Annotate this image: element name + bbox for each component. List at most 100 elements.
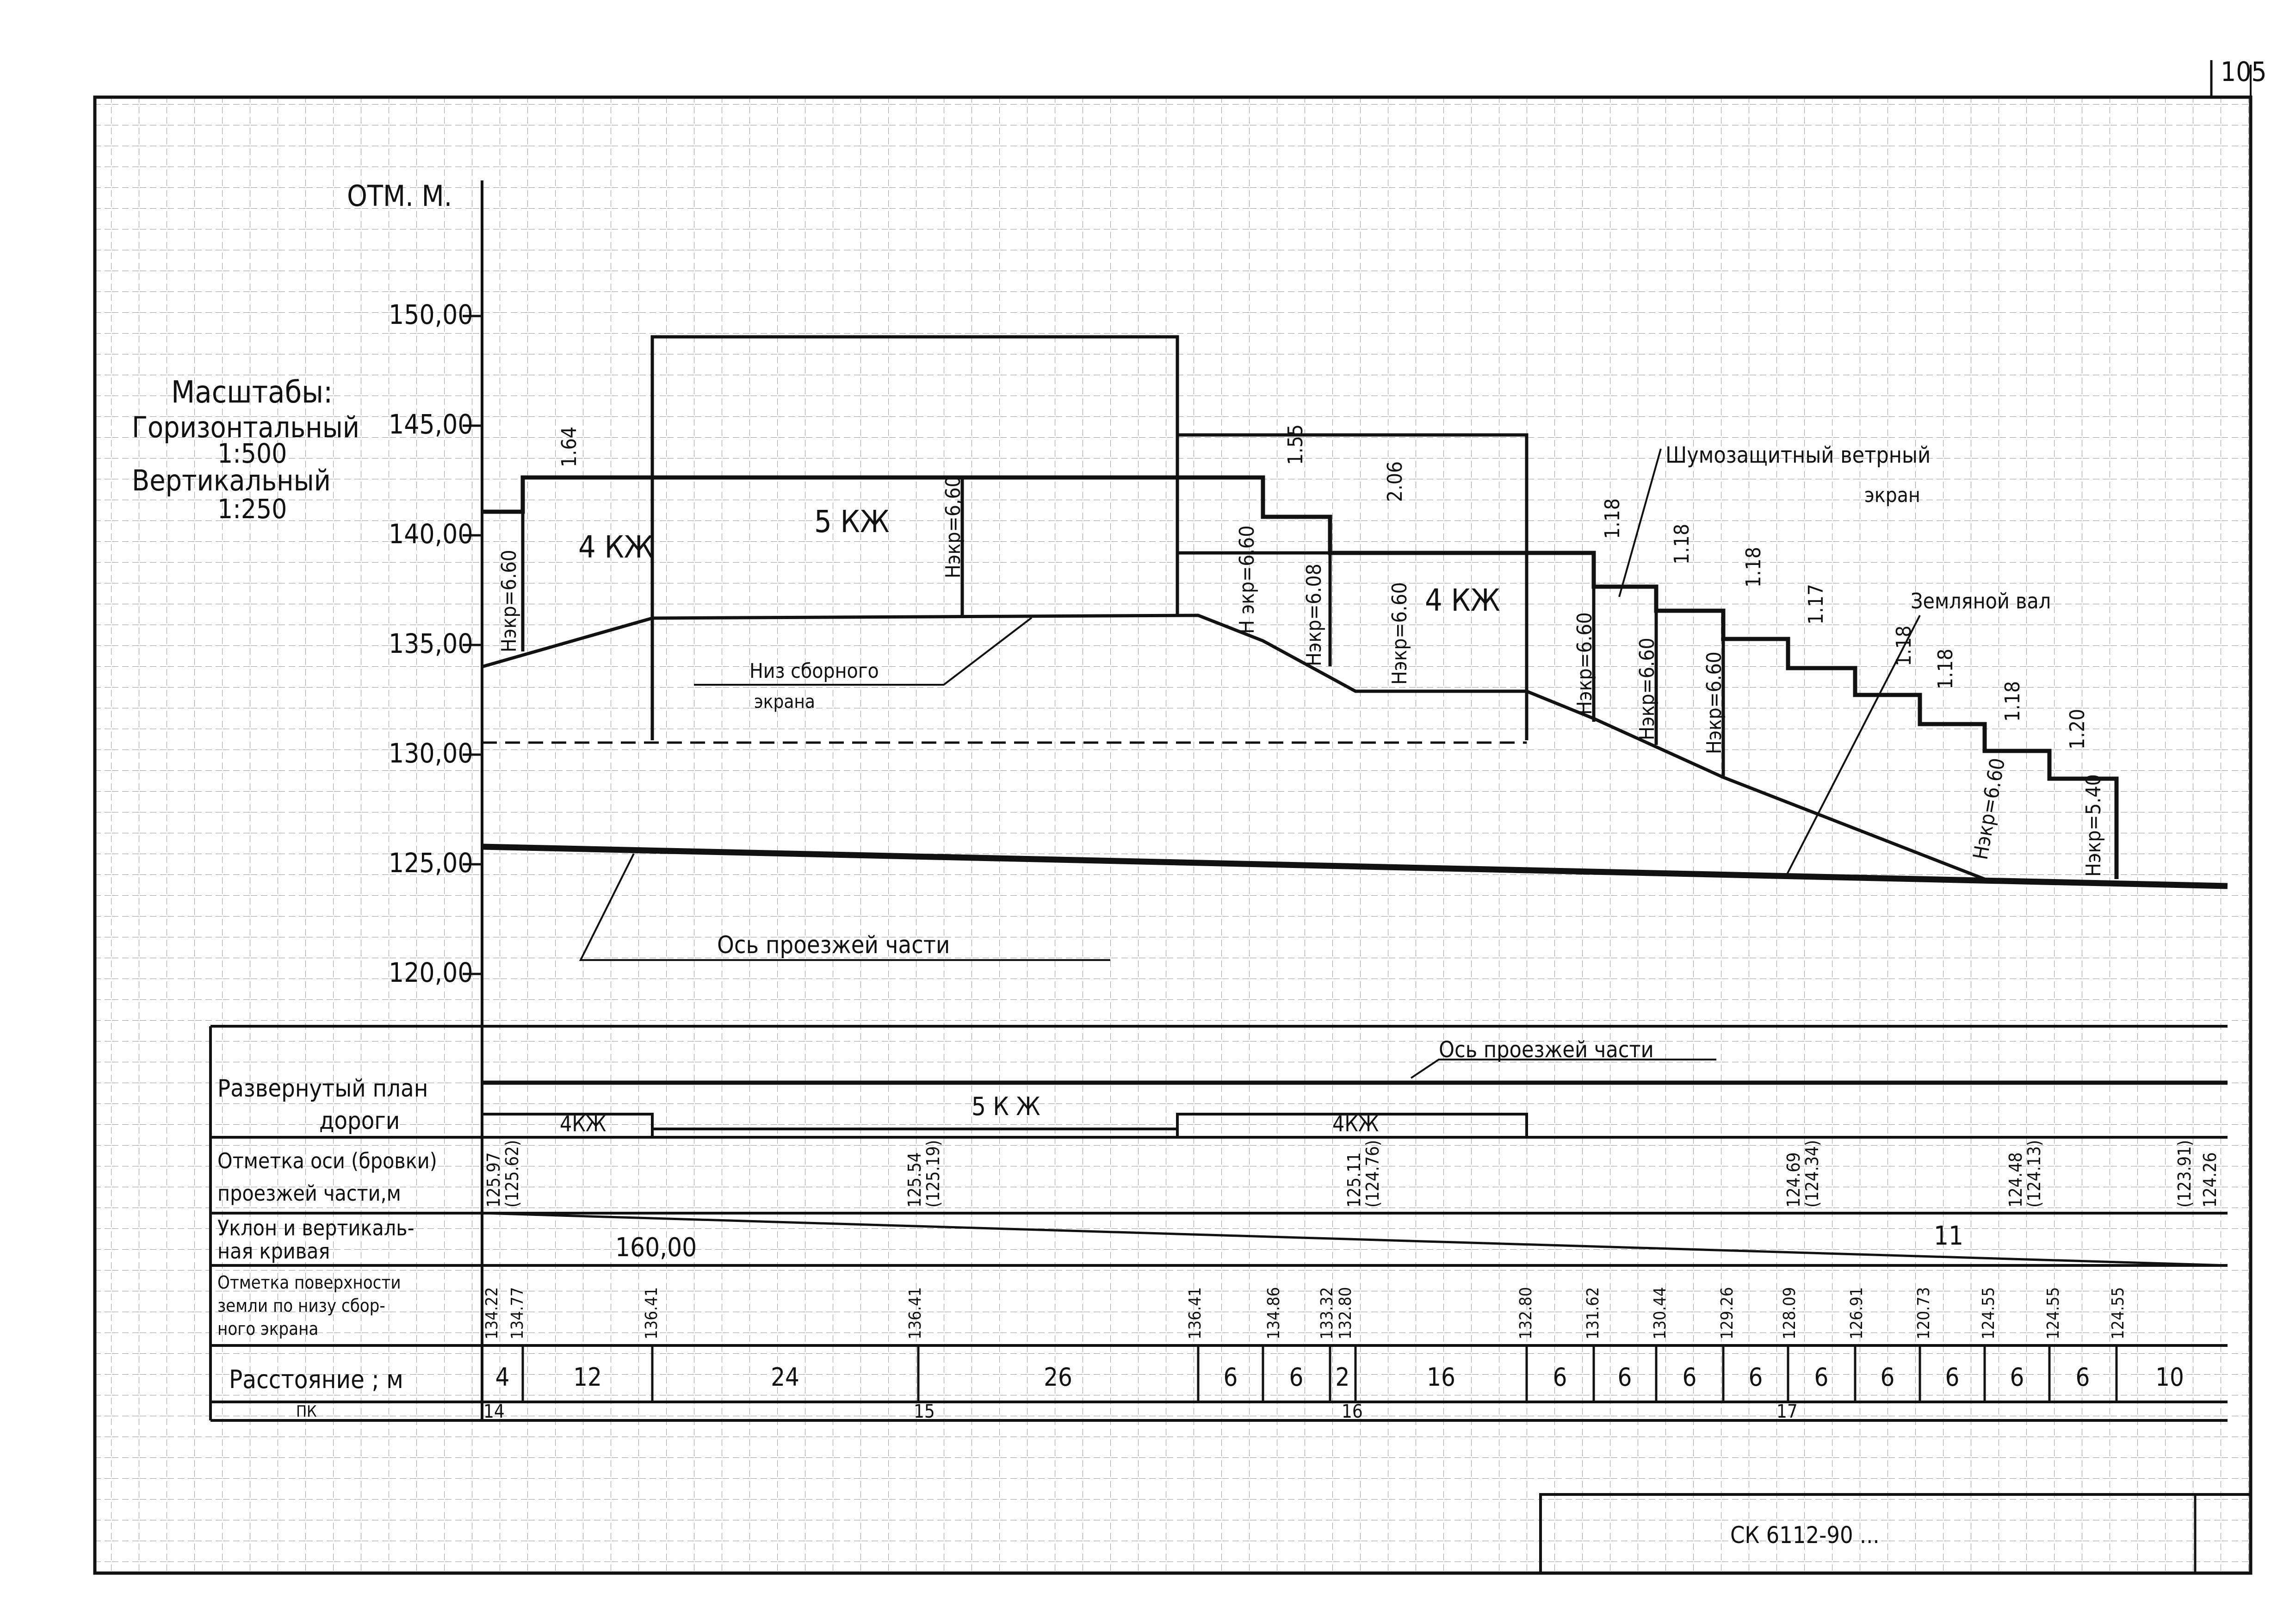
road-axis-label: Ось проезжей части [717,931,950,959]
svg-text:17: 17 [1776,1401,1798,1422]
earth-bank-label: Земляной вал [1911,589,2051,614]
svg-text:12: 12 [573,1363,602,1392]
svg-text:Нэкр=6,60: Нэкр=6,60 [941,476,965,578]
ground-elevation-values: 134.22 134.77 136.41 136.41 136.41 134.8… [483,1287,2128,1339]
svg-text:124.26: 124.26 [2200,1152,2220,1208]
scales-block: Масштабы: Горизонтальный 1:500 Вертикаль… [132,374,359,525]
svg-text:125.11: 125.11 [1344,1152,1364,1208]
svg-text:(125.62): (125.62) [502,1140,522,1208]
svg-text:6: 6 [1289,1363,1304,1392]
tick-label: 130,00 [389,738,473,769]
slope-value: 160,00 [615,1233,697,1263]
svg-text:1.18: 1.18 [2001,681,2024,722]
svg-text:134.77: 134.77 [508,1287,527,1339]
row-label: дороги [319,1107,400,1135]
svg-text:124.55: 124.55 [2044,1287,2063,1339]
svg-text:(124.76): (124.76) [1362,1140,1383,1208]
plan-axis-leader [1410,1059,1716,1079]
screen-bottom [482,477,1986,881]
svg-text:24: 24 [771,1363,799,1392]
plan-block-label: 5 К Ж [972,1092,1040,1121]
svg-text:136.41: 136.41 [1186,1287,1205,1339]
svg-text:1.18: 1.18 [1934,649,1957,689]
svg-text:131.62: 131.62 [1584,1287,1603,1339]
axis-elevation-values: 125.97 (125.62) 125.54 (125.19) 125.11 (… [483,1140,2220,1208]
svg-text:6: 6 [2076,1363,2090,1392]
noise-screen-label: экран [1864,483,1920,507]
row-label: Отметка поверхности [217,1272,401,1293]
svg-text:124.69: 124.69 [1783,1152,1804,1208]
svg-text:128.09: 128.09 [1780,1287,1799,1339]
svg-text:14: 14 [483,1401,505,1422]
tick-label: 150,00 [389,299,473,330]
page-number: 105 [2221,56,2267,87]
svg-text:1.18: 1.18 [1742,547,1765,588]
svg-text:10: 10 [2155,1363,2184,1392]
row-label: ного экрана [217,1319,318,1339]
svg-text:1.18: 1.18 [1670,524,1694,564]
svg-text:6: 6 [1945,1363,1960,1392]
road-axis-line [482,843,2228,889]
svg-text:130.44: 130.44 [1651,1287,1670,1339]
block-label: 5 КЖ [814,504,890,539]
svg-text:Нэкр=6.08: Нэкр=6.08 [1302,564,1326,666]
plan-block-label: 4КЖ [1332,1111,1379,1136]
svg-text:Нэкр=5.40: Нэкр=5.40 [2082,774,2105,877]
svg-text:4: 4 [495,1363,510,1392]
svg-text:Горизонтальный: Горизонтальный [132,410,359,444]
leader-lines [579,448,1921,961]
distance-values: 4 12 24 26 6 6 2 16 6 6 6 6 6 6 6 6 6 10 [495,1363,2184,1392]
svg-text:6: 6 [1683,1363,1697,1392]
row-label: Уклон и вертикаль- [217,1215,415,1240]
grid-paper [95,97,2251,1573]
svg-text:Н экр=6.60: Н экр=6.60 [1235,526,1259,634]
svg-text:129.26: 129.26 [1718,1287,1737,1339]
svg-text:125.97: 125.97 [483,1152,504,1208]
svg-text:125.54: 125.54 [904,1152,925,1208]
svg-text:(124.34): (124.34) [1802,1140,1822,1208]
svg-text:124.55: 124.55 [2109,1287,2128,1339]
svg-text:6: 6 [1881,1363,1895,1392]
svg-text:133.32: 133.32 [1318,1287,1337,1339]
block-label: 4 КЖ [1425,583,1500,618]
title-stamp [1539,1493,2252,1574]
svg-text:Вертикальный: Вертикальный [132,464,331,497]
svg-text:(124.13): (124.13) [2024,1140,2044,1208]
elevation-ticks [463,315,482,975]
picket-values: 14 15 16 17 [483,1401,1798,1422]
svg-text:26: 26 [1044,1363,1072,1392]
svg-text:Нэкр=6.60: Нэкр=6.60 [1573,612,1597,715]
svg-text:Нэкр=6.60: Нэкр=6.60 [497,550,521,652]
plan-axis-label: Ось проезжей части [1439,1037,1654,1063]
svg-text:1:500: 1:500 [217,438,287,469]
svg-text:16: 16 [1342,1401,1363,1422]
step-labels: 1.64 1.55 2.06 1.18 1.18 1.18 1.17 1.18 … [557,424,2089,750]
svg-text:Масштабы:: Масштабы: [171,374,333,410]
screen-bottom-label: Низ сборного [749,659,879,683]
svg-text:124.48: 124.48 [2005,1152,2026,1208]
svg-text:15: 15 [914,1401,935,1422]
row-label: Расстояние ; м [229,1365,403,1394]
plan-blocks [481,1113,1528,1139]
tick-label: 145,00 [389,409,473,440]
svg-text:2: 2 [1336,1363,1350,1392]
height-labels: Нэкр=6.60 Нэкр=6,60 Н экр=6.60 Нэкр=6.08… [497,476,2105,877]
svg-text:6: 6 [1814,1363,1829,1392]
row-label: Развернутый план [217,1075,428,1103]
row-label: Отметка оси (бровки) [217,1148,437,1173]
svg-text:132.80: 132.80 [1516,1287,1535,1339]
svg-text:134.86: 134.86 [1264,1287,1283,1339]
svg-text:2.06: 2.06 [1383,461,1407,502]
block-label: 4 КЖ [578,529,654,565]
svg-text:(125.19): (125.19) [923,1140,943,1208]
row-label: ПК [296,1402,317,1421]
svg-text:Нэкр=6.60: Нэкр=6.60 [1702,651,1726,754]
axis-title: ОТМ. М. [347,179,452,213]
svg-text:126.91: 126.91 [1847,1287,1866,1339]
slope-value: 11 [1934,1221,1963,1251]
row-label: земли по низу сбор- [217,1295,385,1316]
svg-text:1.55: 1.55 [1284,424,1307,465]
svg-text:134.22: 134.22 [483,1287,501,1339]
svg-text:132.80: 132.80 [1336,1287,1355,1339]
